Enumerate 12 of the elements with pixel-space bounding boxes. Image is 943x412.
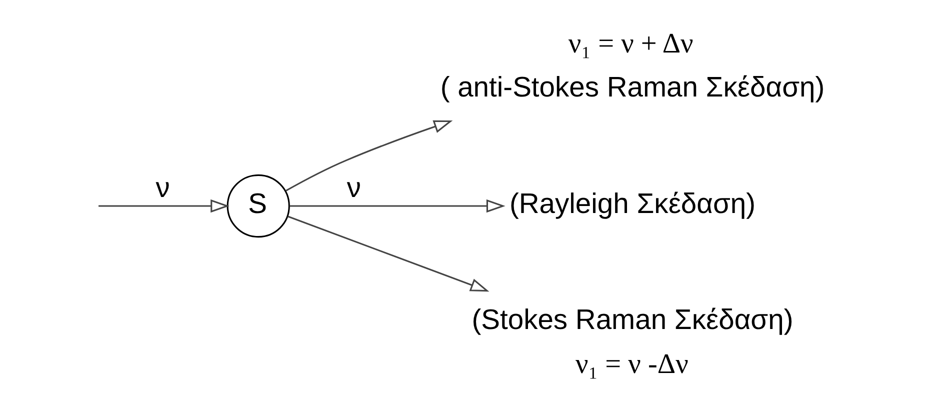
arrow bbox=[98, 199, 230, 213]
node-label: ν₁ = ν + Δν bbox=[568, 28, 694, 60]
node-circle: S bbox=[226, 174, 290, 238]
node-text: (Rayleigh Σκέδαση) bbox=[509, 186, 756, 219]
edge-label: ν bbox=[156, 171, 170, 204]
node-text: (Stokes Raman Σκέδαση) bbox=[472, 303, 794, 336]
arrow bbox=[285, 120, 453, 192]
arrow bbox=[290, 199, 506, 213]
node-label: ν₁ = ν -Δν bbox=[575, 349, 688, 380]
node-text: ( anti-Stokes Raman Σκέδαση) bbox=[440, 70, 825, 103]
arrow bbox=[288, 216, 490, 292]
edge-label: ν bbox=[346, 171, 361, 204]
